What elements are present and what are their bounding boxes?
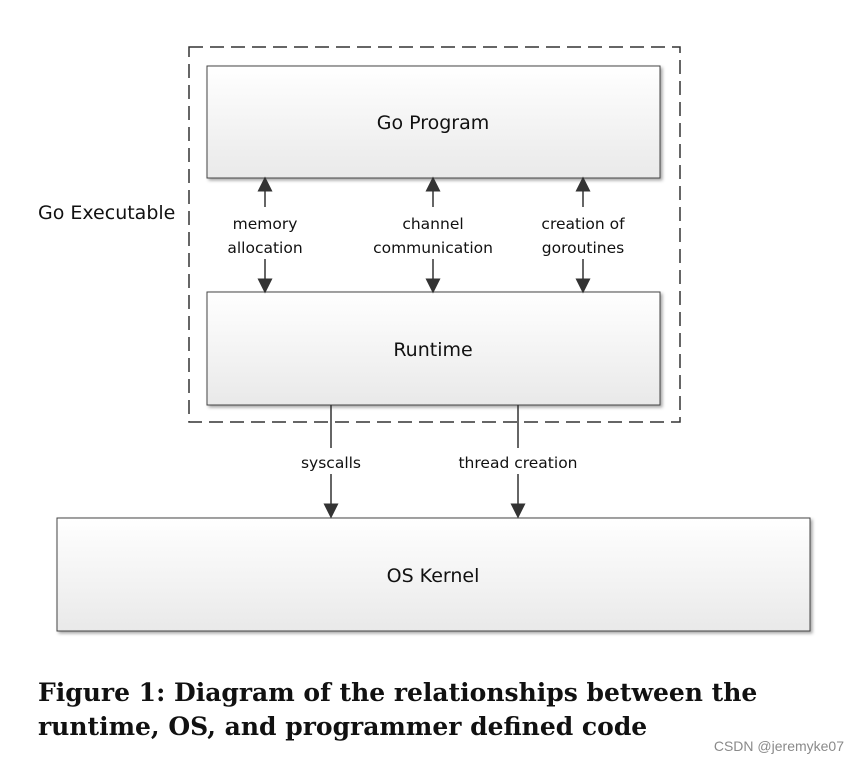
os-kernel-label: OS Kernel	[387, 565, 480, 587]
channel-communication-label-line1: channel	[402, 215, 463, 233]
creation-of-goroutines-label-line1: creation of	[541, 215, 625, 233]
memory-allocation-label-line1: memory	[233, 215, 298, 233]
go-program-label: Go Program	[377, 112, 490, 134]
creation-of-goroutines-arrow: creation of goroutines	[541, 176, 625, 294]
figure-caption: Figure 1: Diagram of the relationships b…	[38, 676, 828, 744]
channel-communication-label-line2: communication	[373, 239, 493, 257]
watermark: CSDN @jeremyke07	[713, 738, 844, 754]
go-program-box: Go Program	[206, 65, 661, 179]
runtime-label: Runtime	[393, 339, 472, 361]
thread-creation-label: thread creation	[458, 454, 577, 472]
os-kernel-box: OS Kernel	[56, 517, 811, 632]
go-executable-label: Go Executable	[38, 202, 175, 224]
channel-communication-arrow: channel communication	[373, 176, 493, 294]
go-executable-boundary	[188, 46, 681, 423]
creation-of-goroutines-label-line2: goroutines	[542, 239, 624, 257]
thread-creation-arrow: thread creation	[458, 405, 578, 519]
diagram: Go Executable Go Program Runtime OS Kern…	[38, 46, 811, 632]
memory-allocation-label-line2: allocation	[227, 239, 302, 257]
syscalls-label: syscalls	[301, 454, 361, 472]
caption-line-2: runtime, OS, and programmer defined code	[38, 712, 648, 741]
memory-allocation-arrow: memory allocation	[227, 176, 303, 294]
syscalls-arrow: syscalls	[301, 405, 361, 519]
caption-line-1: Figure 1: Diagram of the relationships b…	[38, 678, 758, 707]
runtime-box: Runtime	[206, 291, 661, 406]
